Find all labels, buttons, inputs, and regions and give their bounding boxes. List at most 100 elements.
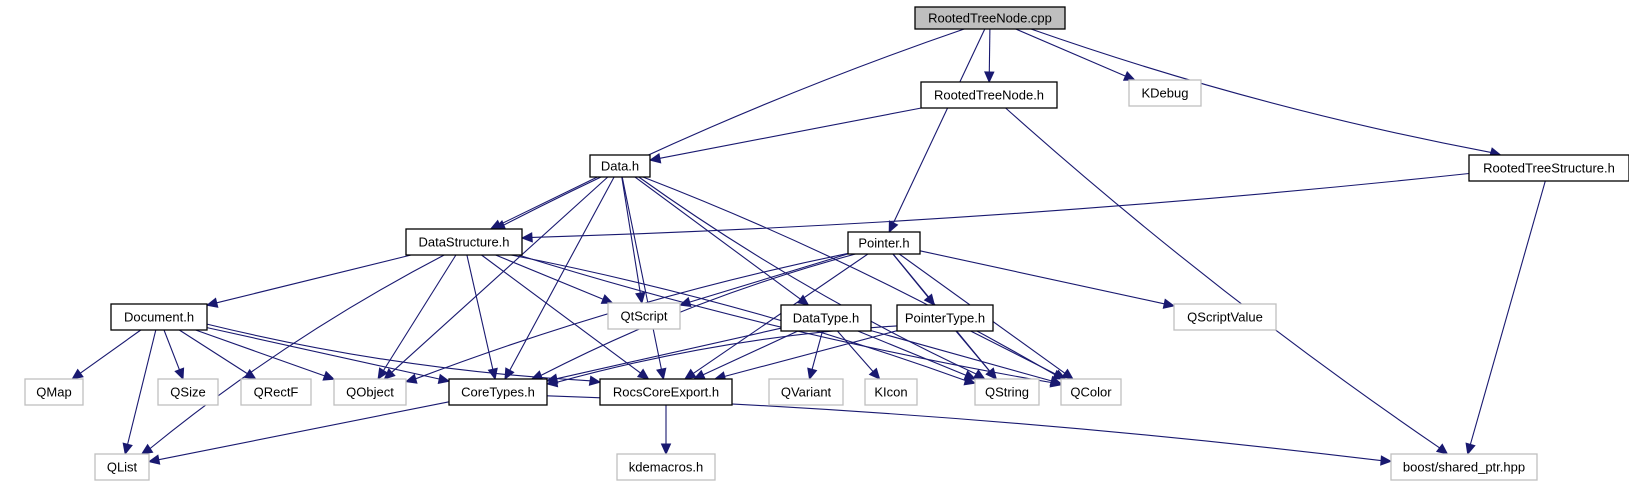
edge-line (556, 327, 782, 380)
arrowhead-icon (489, 219, 503, 230)
edge-data_h-to-qtscript (621, 176, 646, 305)
edge-line (391, 176, 609, 373)
node-box (1060, 378, 1122, 406)
node-label: kdemacros.h (629, 460, 703, 475)
node-box (616, 453, 716, 481)
node-box (240, 378, 312, 406)
arrowhead-icon (684, 368, 697, 380)
node-rts-h[interactable]: RootedTreeStructure.h (1468, 154, 1629, 182)
arrowhead-icon (1053, 369, 1067, 380)
node-qtscript: QtScript (607, 302, 681, 330)
edge-line (634, 176, 801, 300)
arrowhead-icon (205, 297, 219, 308)
node-pointer-h[interactable]: Pointer.h (847, 231, 921, 255)
arrowhead-icon (377, 367, 389, 381)
edge-line (206, 327, 440, 380)
arrowhead-icon (985, 367, 997, 380)
node-label: RootedTreeNode.cpp (928, 11, 1052, 26)
edge-line (836, 330, 874, 372)
node-box (333, 378, 407, 406)
node-box (914, 6, 1066, 30)
node-rtn-h[interactable]: RootedTreeNode.h (920, 81, 1058, 109)
node-qmap: QMap (24, 378, 84, 406)
edge-line (216, 254, 412, 304)
node-rocs-h[interactable]: RocsCoreExport.h (599, 378, 733, 406)
edge-line (1030, 28, 1492, 153)
edge-line (503, 28, 965, 226)
edge-ds_h-to-coretypes_h (466, 254, 498, 381)
node-box (110, 303, 208, 331)
node-qscriptvalue: QScriptValue (1173, 303, 1277, 331)
edge-line (659, 107, 922, 159)
node-root[interactable]: RootedTreeNode.cpp (914, 6, 1066, 30)
arrowhead-icon (530, 370, 544, 381)
node-box (94, 453, 150, 481)
edge-ds_h-to-document_h (205, 254, 412, 308)
arrowhead-icon (174, 367, 185, 381)
edge-line (206, 323, 591, 382)
node-box (1128, 79, 1202, 107)
edge-data_h-to-coretypes_h (504, 176, 615, 381)
arrowhead-icon (648, 153, 662, 164)
arrowhead-icon (520, 232, 533, 243)
arrowhead-icon (147, 454, 161, 465)
edge-line (988, 28, 991, 73)
edge-line (556, 325, 898, 383)
edge-pointer_h-to-qtscript (678, 253, 849, 307)
node-qsize: QSize (157, 378, 219, 406)
node-coretypes-h[interactable]: CoreTypes.h (448, 378, 548, 406)
edge-ds_h-to-qobject (377, 254, 457, 381)
edge-rocs_h-to-kdemacros_h (660, 404, 672, 456)
node-pointertype-h[interactable]: PointerType.h (896, 304, 994, 332)
edge-pointertype_h-to-qcolor (970, 330, 1067, 380)
arrowhead-icon (888, 220, 899, 234)
node-label: Data.h (601, 159, 639, 174)
node-box (589, 154, 651, 178)
node-ds-h[interactable]: DataStructure.h (405, 228, 523, 256)
edge-document_h-to-qrectf (179, 329, 257, 380)
node-data-h[interactable]: Data.h (589, 154, 651, 178)
edge-datatype_h-to-qvariant (807, 330, 824, 381)
node-box (864, 378, 918, 406)
edge-line (870, 330, 1052, 382)
arrowhead-icon (588, 375, 602, 386)
arrowhead-icon (1435, 443, 1449, 455)
edge-line (158, 401, 450, 461)
node-label: QObject (346, 385, 394, 400)
node-shared-ptr: boost/shared_ptr.hpp (1390, 453, 1538, 481)
node-label: QSize (170, 385, 205, 400)
arrowhead-icon (140, 443, 154, 455)
arrowhead-icon (1049, 375, 1063, 386)
edge-line (540, 253, 856, 376)
edge-datatype_h-to-qstring (857, 330, 977, 380)
node-datatype-h[interactable]: DataType.h (780, 304, 872, 332)
node-label: QScriptValue (1187, 310, 1263, 325)
node-box (920, 81, 1058, 109)
node-box (974, 378, 1040, 406)
edge-line (857, 330, 967, 376)
edge-root-to-rtn_h (984, 28, 995, 84)
edge-document_h-to-coretypes_h (206, 327, 451, 385)
edge-ds_h-to-qtscript (495, 254, 614, 304)
node-document-h[interactable]: Document.h (110, 303, 208, 331)
arrowhead-icon (796, 294, 810, 306)
edge-line (955, 330, 991, 372)
node-label: RocsCoreExport.h (613, 385, 719, 400)
edge-line (481, 254, 641, 374)
edge-line (509, 176, 615, 371)
node-label: RootedTreeNode.h (934, 88, 1044, 103)
node-box (1390, 453, 1538, 481)
edge-line (621, 176, 662, 370)
edge-root-to-kdebug (1015, 28, 1136, 81)
edge-root-to-rts_h (1030, 28, 1502, 158)
edge-line (79, 329, 142, 374)
node-kdebug: KDebug (1128, 79, 1202, 107)
edges-layer (71, 28, 1546, 466)
edge-document_h-to-qobject (195, 329, 336, 381)
node-qstring: QString (974, 378, 1040, 406)
arrowhead-icon (1162, 298, 1176, 309)
edge-pointer_h-to-qscriptvalue (919, 250, 1176, 309)
node-label: QColor (1070, 385, 1112, 400)
edge-line (621, 176, 641, 294)
